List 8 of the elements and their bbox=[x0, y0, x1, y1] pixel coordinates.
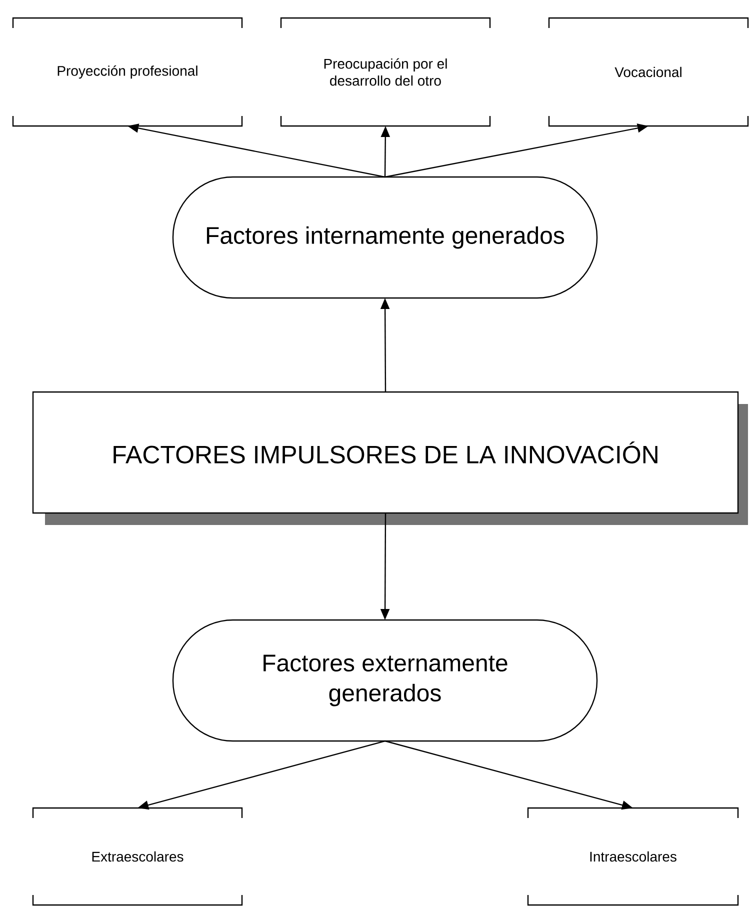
bracket-box: Proyección profesional bbox=[12, 17, 243, 127]
title-box: FACTORES IMPULSORES DE LA INNOVACIÓN bbox=[32, 391, 748, 525]
bracket-box: Intraescolares bbox=[527, 807, 739, 906]
rounded-box: Factores externamente generados bbox=[172, 619, 598, 742]
rounded-box: Factores internamente generados bbox=[172, 176, 598, 299]
bracket-box: Extraescolares bbox=[32, 807, 243, 906]
bracket-box: Vocacional bbox=[548, 17, 749, 127]
bracket-box: Preocupación por el desarrollo del otro bbox=[280, 17, 491, 127]
